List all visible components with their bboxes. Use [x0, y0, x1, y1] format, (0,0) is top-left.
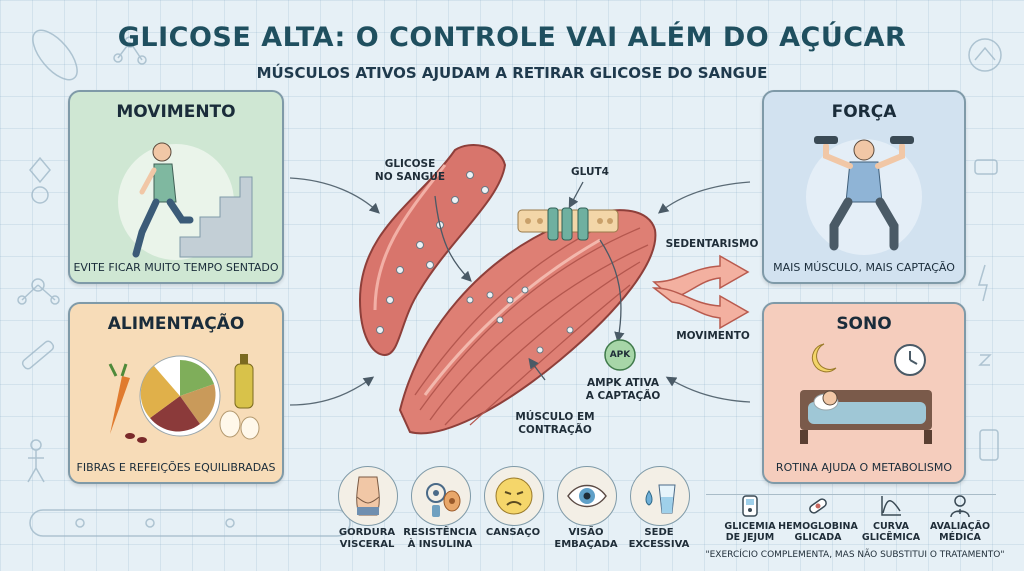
card-movimento-caption: EVITE FICAR MUITO TEMPO SENTADO — [73, 261, 279, 274]
symptom-visao-embacada — [557, 466, 617, 526]
card-sono-caption: ROTINA AJUDA O METABOLISMO — [775, 461, 953, 474]
molecule-doodle-icon — [29, 156, 51, 184]
curve-chart-icon — [881, 496, 901, 516]
weightlifter-illustration — [806, 136, 922, 255]
symptom-sede-excessiva — [630, 466, 690, 526]
glass-doodle-icon — [979, 429, 999, 461]
waist-icon — [356, 476, 380, 516]
healthy-plate-illustration — [108, 354, 260, 443]
sleep-z-icon — [978, 354, 992, 366]
movimento-arrow-label: MOVIMENTO — [676, 330, 750, 342]
card-sono-title: SONO — [836, 314, 892, 334]
page-subtitle: MÚSCULOS ATIVOS AJUDAM A RETIRAR GLICOSE… — [256, 64, 768, 82]
eye-icon — [567, 484, 607, 508]
sedentarismo-label: SEDENTARISMO — [665, 238, 759, 250]
glucometer-icon — [742, 495, 758, 517]
vessel-doodle-icon — [29, 509, 351, 537]
page-title: GLICOSE ALTA: O CONTROLE VAI ALÉM DO AÇÚ… — [117, 22, 907, 53]
symptom-cansaco-label: CANSAÇO — [485, 527, 541, 538]
muscle-doodle-icon — [32, 29, 78, 81]
card-sono: SONO ROTINA AJUDA O METABOLISMO — [762, 302, 966, 484]
card-forca-caption: MAIS MÚSCULO, MAIS CAPTAÇÃO — [773, 261, 955, 274]
card-alimentacao-caption: FIBRAS E REFEIÇÕES EQUILIBRADAS — [76, 461, 276, 474]
sleeping-person-illustration — [800, 343, 932, 444]
glut4-label: GLUT4 — [571, 166, 609, 178]
symptom-cansaco — [484, 466, 544, 526]
card-movimento-title: MOVIMENTO — [116, 102, 236, 122]
apk-badge-text: APK — [609, 350, 631, 360]
stairs-walker-illustration — [118, 142, 253, 260]
insulin-cell-icon — [426, 483, 461, 517]
syringe-doodle-icon — [21, 340, 55, 370]
card-alimentacao: ALIMENTAÇÃO FIBRAS E REFEIÇÕES EQUILIBRA… — [68, 302, 284, 484]
moon-icon — [811, 343, 837, 373]
footer-note: "EXERCÍCIO COMPLEMENTA, MAS NÃO SUBSTITU… — [705, 550, 1005, 560]
card-alimentacao-title: ALIMENTAÇÃO — [107, 314, 245, 334]
card-movimento: MOVIMENTO EVITE FICAR MUITO TEMPO SENTAD… — [68, 90, 284, 284]
runner-doodle-icon — [977, 264, 988, 302]
card-forca: FORÇA MAIS MÚSCULO, MAIS CAPTAÇÃO — [762, 90, 966, 284]
water-glass-icon — [645, 484, 676, 514]
card-forca-title: FORÇA — [831, 102, 897, 122]
tests-divider — [706, 494, 996, 495]
symptom-resistencia-insulina — [411, 466, 471, 526]
tired-face-icon — [495, 477, 533, 515]
blood-cell-icon — [809, 498, 827, 514]
symptom-gordura-visceral — [338, 466, 398, 526]
doctor-icon — [950, 495, 970, 518]
